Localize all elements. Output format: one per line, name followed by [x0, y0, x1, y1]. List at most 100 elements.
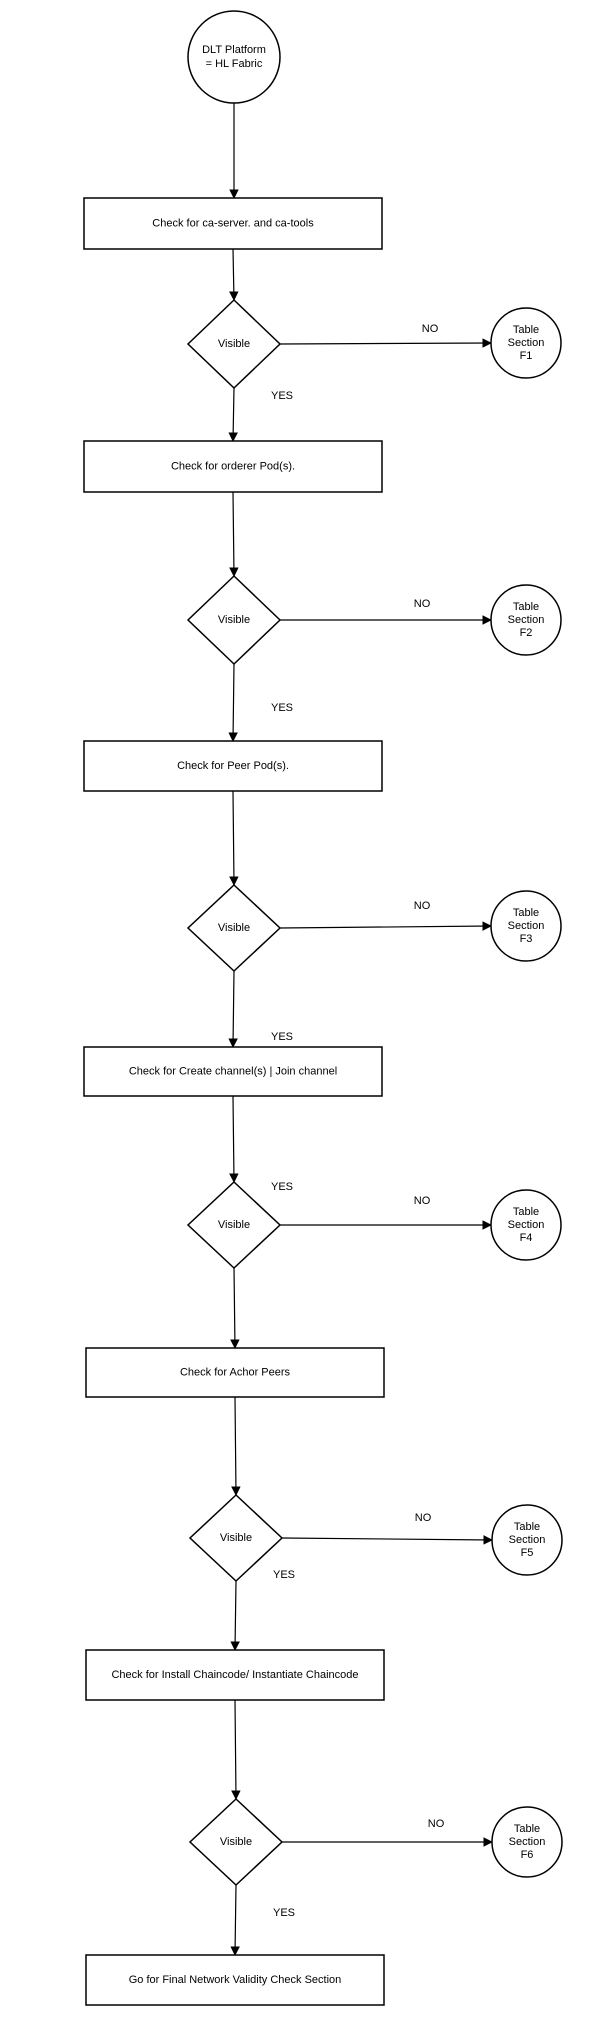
step-label: Check for Create channel(s) | Join chann… — [129, 1065, 337, 1077]
step-label: Go for Final Network Validity Check Sect… — [129, 1974, 342, 1986]
table-section-label-line: F1 — [520, 350, 533, 362]
table-section-label-line: Table — [513, 601, 539, 613]
no-label: NO — [414, 598, 431, 610]
no-label: NO — [415, 1512, 432, 1524]
step-box-3: Check for Peer Pod(s). — [83, 740, 383, 792]
decision-diamond — [186, 1180, 282, 1270]
step-rect — [85, 1649, 385, 1701]
connectors — [228, 103, 493, 1956]
no-label: NO — [428, 1818, 445, 1830]
step-box-5: Check for Achor Peers — [85, 1347, 385, 1398]
decision-3: Visible — [186, 883, 282, 973]
table-section-label-line: Table — [514, 1823, 540, 1835]
step-rect — [85, 1347, 385, 1398]
decision-label: Visible — [218, 614, 250, 626]
step-label: Check for Achor Peers — [180, 1366, 291, 1378]
step-label: Check for orderer Pod(s). — [171, 460, 295, 472]
edge-decision-5-yes — [230, 1580, 240, 1651]
table-section-label-line: Table — [513, 1206, 539, 1218]
edge-decision-3-yes — [228, 970, 238, 1048]
step-label: Check for ca-server. and ca-tools — [152, 217, 314, 229]
decision-label: Visible — [218, 338, 250, 350]
table-section-circle — [490, 1189, 562, 1261]
no-label: NO — [414, 900, 431, 912]
edge-step-1-to-decision-1 — [229, 248, 239, 301]
step-label: Check for Install Chaincode/ Instantiate… — [111, 1669, 358, 1681]
table-section-label-line: Section — [508, 920, 545, 932]
table-section-circle — [490, 890, 562, 962]
table-section-label-line: Section — [508, 337, 545, 349]
decision-2: Visible — [186, 574, 282, 666]
table-section-circle — [491, 1806, 563, 1878]
decision-diamond — [188, 1797, 284, 1887]
edge-decision-4-yes — [230, 1267, 240, 1349]
decision-diamond — [188, 1493, 284, 1583]
yes-label: YES — [271, 390, 293, 402]
table-section-label-line: Table — [513, 324, 539, 336]
step-rect — [83, 740, 383, 792]
edge-step-4-to-decision-4 — [229, 1095, 239, 1183]
decision-1: Visible — [186, 298, 282, 390]
table-section-label-line: Table — [514, 1521, 540, 1533]
step-box-2: Check for orderer Pod(s). — [83, 440, 383, 493]
decision-diamond — [186, 298, 282, 390]
step-box-1: Check for ca-server. and ca-tools — [83, 197, 383, 250]
decision-diamond — [186, 574, 282, 666]
table-section-label-line: Section — [508, 614, 545, 626]
table-section-label-line: F2 — [520, 627, 533, 639]
step-rect — [83, 1046, 383, 1097]
decision-label: Visible — [218, 1219, 250, 1231]
step-rect — [85, 1954, 385, 2006]
table-section-label-line: Section — [509, 1534, 546, 1546]
table-section-label-line: F6 — [521, 1849, 534, 1861]
yes-label: YES — [273, 1569, 295, 1581]
step-label: Check for Peer Pod(s). — [177, 760, 289, 772]
edge-step-5-to-decision-5 — [231, 1396, 241, 1496]
yes-label: YES — [273, 1907, 295, 1919]
table-section-label-line: F3 — [520, 933, 533, 945]
yes-label: YES — [271, 702, 293, 714]
yes-label: YES — [271, 1031, 293, 1043]
edge-step-6-to-decision-6 — [231, 1699, 241, 1800]
table-section-circle — [491, 1504, 563, 1576]
step-box-6: Check for Install Chaincode/ Instantiate… — [85, 1649, 385, 1701]
start-circle — [187, 10, 281, 104]
table-section-label-line: Section — [508, 1219, 545, 1231]
step-box-4: Check for Create channel(s) | Join chann… — [83, 1046, 383, 1097]
decision-4: Visible — [186, 1180, 282, 1270]
table-section-label-line: F4 — [520, 1232, 533, 1244]
edge-decision-2-yes — [228, 663, 238, 742]
table-section-circle — [490, 584, 562, 656]
start-node: DLT Platform = HL Fabric — [187, 10, 281, 104]
decision-label: Visible — [218, 922, 250, 934]
step-rect — [83, 440, 383, 493]
decision-5: Visible — [188, 1493, 284, 1583]
step-box-7: Go for Final Network Validity Check Sect… — [85, 1954, 385, 2006]
decision-6: Visible — [188, 1797, 284, 1887]
start-label-line: = HL Fabric — [206, 58, 263, 70]
yes-label: YES — [271, 1181, 293, 1193]
decision-label: Visible — [220, 1836, 252, 1848]
edge-step-3-to-decision-3 — [229, 790, 239, 886]
edge-decision-1-yes — [228, 387, 238, 442]
table-section-label-line: F5 — [521, 1547, 534, 1559]
edge-step-2-to-decision-2 — [229, 491, 239, 577]
no-label: NO — [422, 323, 439, 335]
decision-label: Visible — [220, 1532, 252, 1544]
decision-diamond — [186, 883, 282, 973]
table-section-circle — [490, 307, 562, 379]
edge-decision-6-yes — [230, 1884, 240, 1956]
table-section-label-line: Section — [509, 1836, 546, 1848]
start-label-line: DLT Platform — [202, 44, 266, 56]
edge-decision-1-no — [279, 338, 492, 348]
edge-decision-3-no — [279, 921, 492, 931]
no-label: NO — [414, 1195, 431, 1207]
step-rect — [83, 197, 383, 250]
